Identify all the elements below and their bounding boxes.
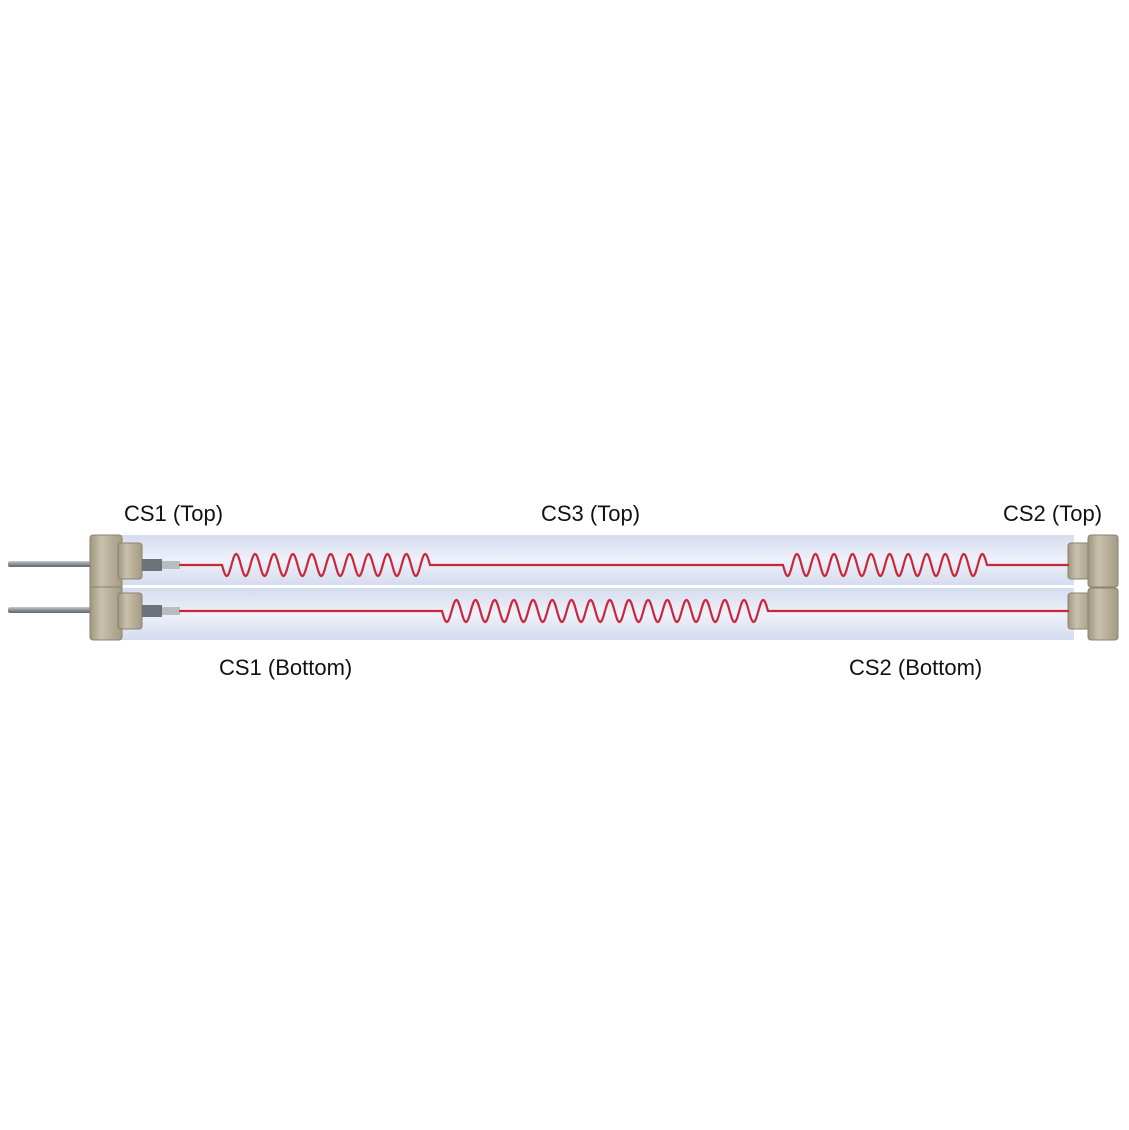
terminal-pin-bottom [8, 607, 92, 613]
right-end-cap-bottom [1067, 587, 1119, 641]
label-cs3-top: CS3 (Top) [541, 501, 641, 526]
connector-sleeve-bottom [142, 605, 180, 617]
coil-cs1-top [220, 552, 432, 578]
label-cs1-bottom: CS1 (Bottom) [219, 655, 353, 680]
label-cs2-top: CS2 (Top) [1003, 501, 1103, 526]
connector-sleeve-top [142, 559, 180, 571]
coil-cs2-top [781, 552, 989, 578]
terminal-pin-top [8, 561, 92, 567]
left-end-cap [89, 534, 143, 641]
right-end-cap-top [1067, 534, 1119, 588]
label-cs1-top: CS1 (Top) [124, 501, 224, 526]
coil-bottom-middle [440, 598, 770, 624]
label-cs2-bottom: CS2 (Bottom) [849, 655, 983, 680]
